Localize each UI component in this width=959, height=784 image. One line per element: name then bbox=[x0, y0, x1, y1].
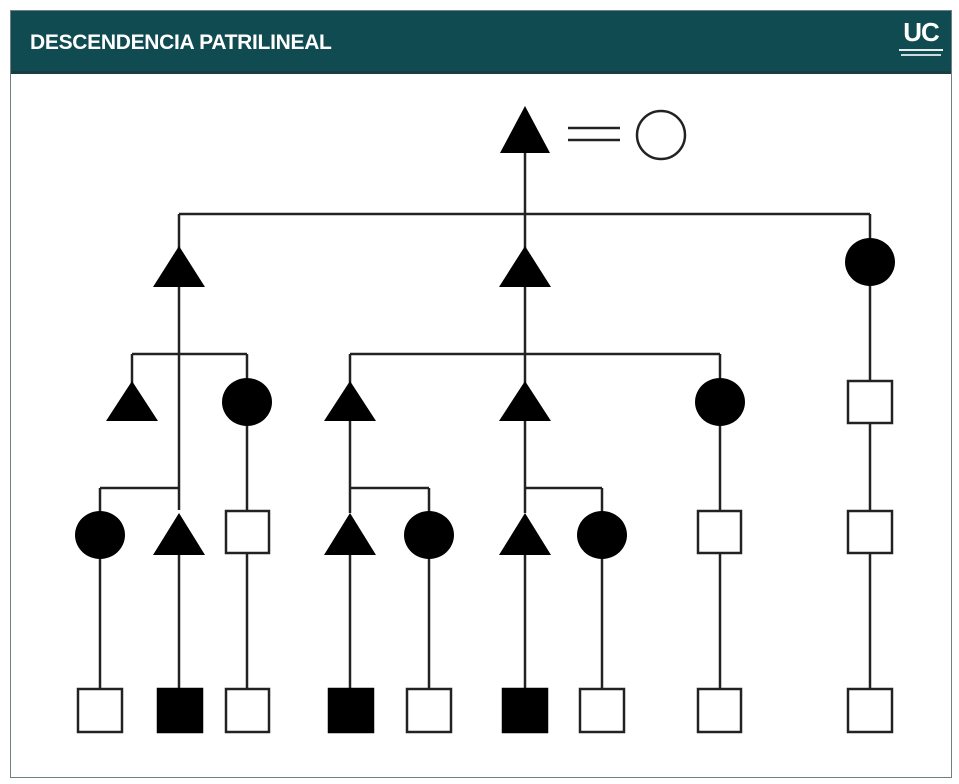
female-filled-circle bbox=[695, 378, 745, 426]
square-open bbox=[76, 687, 124, 734]
square-open bbox=[696, 687, 743, 734]
male-filled-triangle bbox=[500, 106, 550, 153]
female-open-circle bbox=[635, 109, 687, 161]
female-filled-circle bbox=[222, 378, 272, 426]
square-open bbox=[224, 687, 271, 734]
square-open bbox=[578, 687, 626, 734]
square-open bbox=[405, 687, 453, 734]
connector-lines bbox=[98, 126, 872, 690]
university-logo: UC bbox=[897, 17, 945, 67]
logo-subline bbox=[899, 49, 943, 51]
male-filled-triangle bbox=[106, 381, 158, 421]
square-filled bbox=[501, 687, 549, 734]
square-open bbox=[696, 509, 743, 555]
female-filled-circle bbox=[75, 511, 125, 559]
square-filled bbox=[327, 687, 375, 734]
square-filled bbox=[156, 687, 204, 734]
male-filled-triangle bbox=[153, 246, 205, 287]
square-open bbox=[846, 509, 894, 555]
slide-title: DESCENDENCIA PATRILINEAL bbox=[30, 31, 332, 54]
header-bar: DESCENDENCIA PATRILINEAL UC bbox=[11, 11, 951, 74]
logo-subline-2 bbox=[901, 54, 941, 56]
male-filled-triangle bbox=[499, 381, 551, 421]
square-open bbox=[846, 379, 894, 425]
female-filled-circle bbox=[404, 511, 454, 559]
square-open bbox=[224, 509, 271, 555]
male-filled-triangle bbox=[324, 513, 376, 555]
female-filled-circle bbox=[577, 511, 627, 559]
logo-text: UC bbox=[903, 17, 940, 47]
male-filled-triangle bbox=[324, 381, 376, 421]
square-open bbox=[846, 687, 894, 734]
male-filled-triangle bbox=[499, 246, 551, 287]
female-filled-circle bbox=[845, 238, 895, 286]
male-filled-triangle bbox=[499, 513, 551, 555]
male-filled-triangle bbox=[153, 513, 205, 555]
slide: DESCENDENCIA PATRILINEAL UC bbox=[10, 10, 952, 778]
